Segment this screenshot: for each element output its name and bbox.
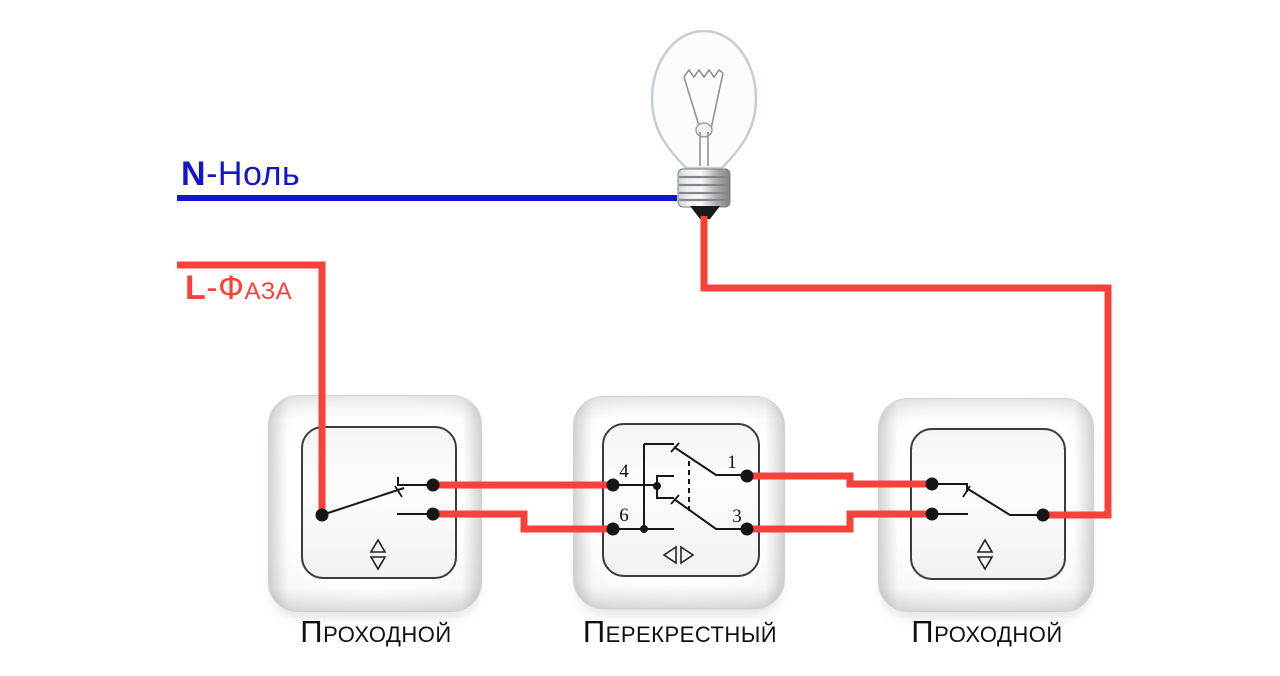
switch-button-left: [301, 426, 457, 579]
phase-letter: L: [185, 269, 207, 307]
switch-body-left: [268, 395, 482, 612]
neutral-label: N-Ноль: [181, 155, 301, 193]
switch-button-middle: [602, 423, 760, 577]
switch-body-right: [878, 398, 1094, 612]
switch-label-middle: Перекрестный: [582, 614, 778, 649]
switch-body-middle: [573, 396, 785, 609]
phase-word: -Фаза: [206, 269, 293, 307]
switch-button-right: [910, 428, 1066, 580]
neutral-word: -Ноль: [206, 155, 301, 193]
switch-label-right: Проходной: [911, 614, 1063, 649]
phase-label: L-Фаза: [185, 269, 293, 307]
switch-label-left: Проходной: [300, 614, 452, 649]
neutral-letter: N: [181, 155, 207, 193]
light-bulb-icon: [650, 29, 758, 219]
